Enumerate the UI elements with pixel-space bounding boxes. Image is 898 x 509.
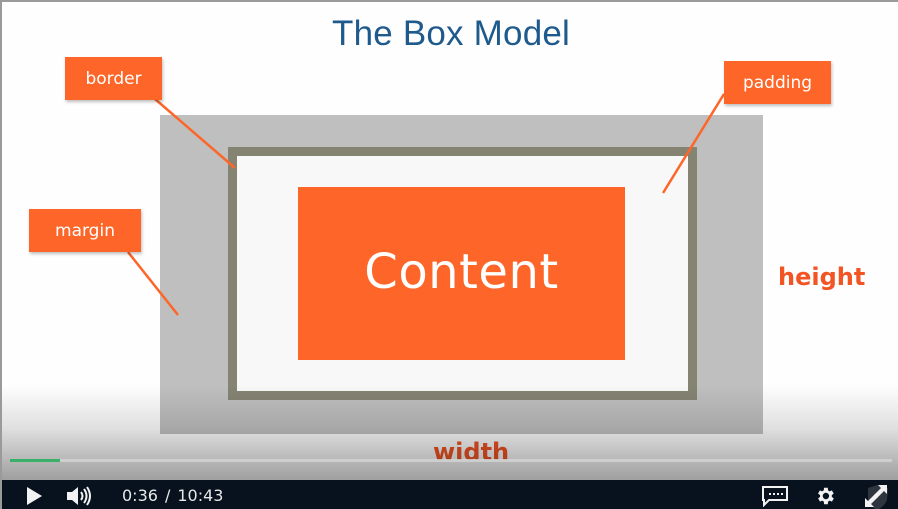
callout-padding: padding xyxy=(724,61,831,104)
height-label: height xyxy=(778,263,866,291)
fullscreen-button[interactable] xyxy=(860,480,892,509)
callout-margin: margin xyxy=(29,209,141,252)
callout-border: border xyxy=(65,57,162,100)
play-button[interactable] xyxy=(22,485,46,507)
callout-margin-label: margin xyxy=(55,220,115,241)
current-time: 0:36 xyxy=(122,486,158,505)
callout-border-label: border xyxy=(85,68,142,89)
gear-icon xyxy=(818,487,834,505)
captions-icon xyxy=(762,486,788,507)
fullscreen-icon xyxy=(865,484,887,507)
captions-button[interactable] xyxy=(760,484,790,508)
control-bar: 0:36 / 10:43 xyxy=(2,480,898,509)
controls-gradient xyxy=(2,385,898,481)
content-label: Content xyxy=(364,243,559,300)
callout-padding-label: padding xyxy=(742,72,813,93)
play-icon xyxy=(27,487,42,505)
duration: 10:43 xyxy=(177,486,224,505)
time-separator: / xyxy=(164,486,171,505)
progress-played xyxy=(10,459,60,462)
slide-title: The Box Model xyxy=(332,14,570,53)
settings-button[interactable] xyxy=(812,484,838,508)
content-box: Content xyxy=(298,187,625,360)
progress-bar[interactable] xyxy=(10,459,892,462)
volume-button[interactable] xyxy=(64,484,94,508)
time-display: 0:36 / 10:43 xyxy=(122,480,223,509)
volume-icon xyxy=(67,486,91,506)
